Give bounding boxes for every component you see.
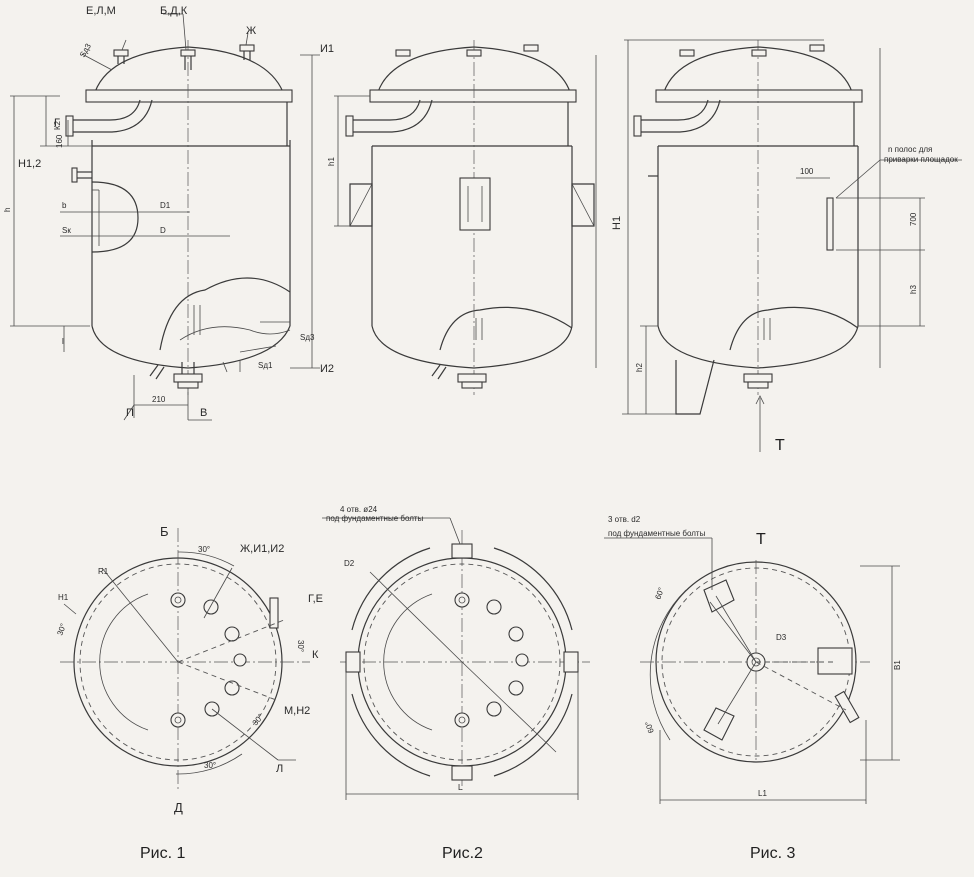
plan2-label-D2: D2 bbox=[344, 559, 355, 568]
plan3-label-L1: L1 bbox=[758, 789, 767, 798]
label-T-side: Т bbox=[775, 437, 785, 454]
plan3-note-holes: 3 отв. d2 bbox=[608, 515, 641, 524]
caption-fig2: Рис.2 bbox=[442, 845, 483, 862]
fig1-jacket-cut bbox=[159, 277, 291, 351]
dim-sd3: Sд3 bbox=[300, 333, 315, 342]
plan3-note-bolts: под фундаментные болты bbox=[608, 529, 706, 538]
dim-160: 160 bbox=[55, 134, 64, 148]
plan2-note-bolts: под фундаментные болты bbox=[326, 514, 424, 523]
caption-fig1: Рис. 1 bbox=[140, 845, 186, 862]
plan1-label-l: Л bbox=[276, 763, 283, 775]
plan1-label-ge: Г,Е bbox=[308, 593, 323, 605]
plan3-angle-bottom: 60° bbox=[643, 720, 656, 734]
fig1-top-flange bbox=[85, 89, 293, 103]
nozzle-label-elm: Е,Л,М bbox=[86, 5, 116, 17]
dim-100: 100 bbox=[800, 167, 814, 176]
fig1-cutaway-window bbox=[91, 181, 139, 253]
dim-sk: Sк bbox=[62, 226, 71, 235]
plan1-label-D: Д bbox=[174, 800, 183, 815]
fig3-strip bbox=[826, 197, 834, 251]
dim-l: l bbox=[62, 337, 64, 346]
fig2-nameplate bbox=[459, 177, 491, 231]
fig2-plan-view bbox=[322, 517, 590, 800]
dim-d: D bbox=[160, 226, 166, 235]
plan1-label-k: К bbox=[312, 649, 319, 661]
dim-sd1: Sд1 bbox=[258, 361, 273, 370]
plan1-angle-left: 30° bbox=[55, 622, 68, 636]
note-strips: n полос для bbox=[888, 145, 932, 154]
plan1-angle-rb: 30° bbox=[251, 712, 266, 727]
level-label-top: И1 bbox=[320, 43, 334, 55]
dim-700: 700 bbox=[909, 212, 918, 226]
plan3-angle-top: 60° bbox=[653, 586, 666, 600]
plan1-label-B: Б bbox=[160, 524, 169, 539]
caption-fig3: Рис. 3 bbox=[750, 845, 796, 862]
nozzle-label-p: П bbox=[126, 407, 134, 419]
dim-h: h bbox=[3, 208, 12, 212]
dim-h2: h2 bbox=[635, 363, 644, 372]
plan1-label-mn: М,Н2 bbox=[284, 705, 310, 717]
fig1-side-view bbox=[10, 13, 320, 421]
plan3-label-B1: B1 bbox=[893, 660, 902, 670]
plan2-note-holes: 4 отв. ø24 bbox=[340, 505, 378, 514]
plan1-angle-top: 30° bbox=[198, 545, 210, 554]
dim-sd3-top: Sд3 bbox=[78, 42, 93, 59]
level-label-bottom: И2 bbox=[320, 363, 334, 375]
nozzle-label-v: В bbox=[200, 407, 207, 419]
plan2-label-L: L bbox=[458, 783, 463, 792]
dim-d1: D1 bbox=[160, 201, 171, 210]
dim-h1: h1 bbox=[327, 157, 336, 166]
nozzle-label-h: Н1,2 bbox=[18, 158, 41, 170]
plan1-angle-bottom: 30° bbox=[204, 761, 216, 770]
dim-b: b bbox=[62, 201, 67, 210]
nozzle-label-bdk: Б,Д,К bbox=[160, 5, 188, 17]
dim-k2: К2 bbox=[53, 120, 62, 130]
plan1-label-zhi: Ж,И1,И2 bbox=[240, 543, 284, 555]
plan1-angle-right: 30° bbox=[296, 640, 305, 652]
fig2-side-view bbox=[334, 40, 597, 395]
fig3-side-view bbox=[622, 39, 962, 452]
dim-H1: H1 bbox=[611, 216, 623, 230]
note-strips-2: приварки площадок bbox=[884, 155, 958, 164]
fig3-plan-view bbox=[604, 537, 900, 804]
fig1-plan-view bbox=[60, 528, 310, 790]
dim-h3: h3 bbox=[909, 285, 918, 294]
plan1-label-R1: R1 bbox=[98, 567, 109, 576]
nozzle-label-zh: Ж bbox=[246, 25, 256, 37]
dim-210: 210 bbox=[152, 395, 166, 404]
plan3-label-T: Т bbox=[756, 531, 766, 548]
plan1-label-H1: H1 bbox=[58, 593, 69, 602]
nozzle-label-g: Г bbox=[54, 117, 60, 129]
fig1-bottom-head bbox=[91, 325, 291, 369]
plan3-label-D3: D3 bbox=[776, 633, 787, 642]
